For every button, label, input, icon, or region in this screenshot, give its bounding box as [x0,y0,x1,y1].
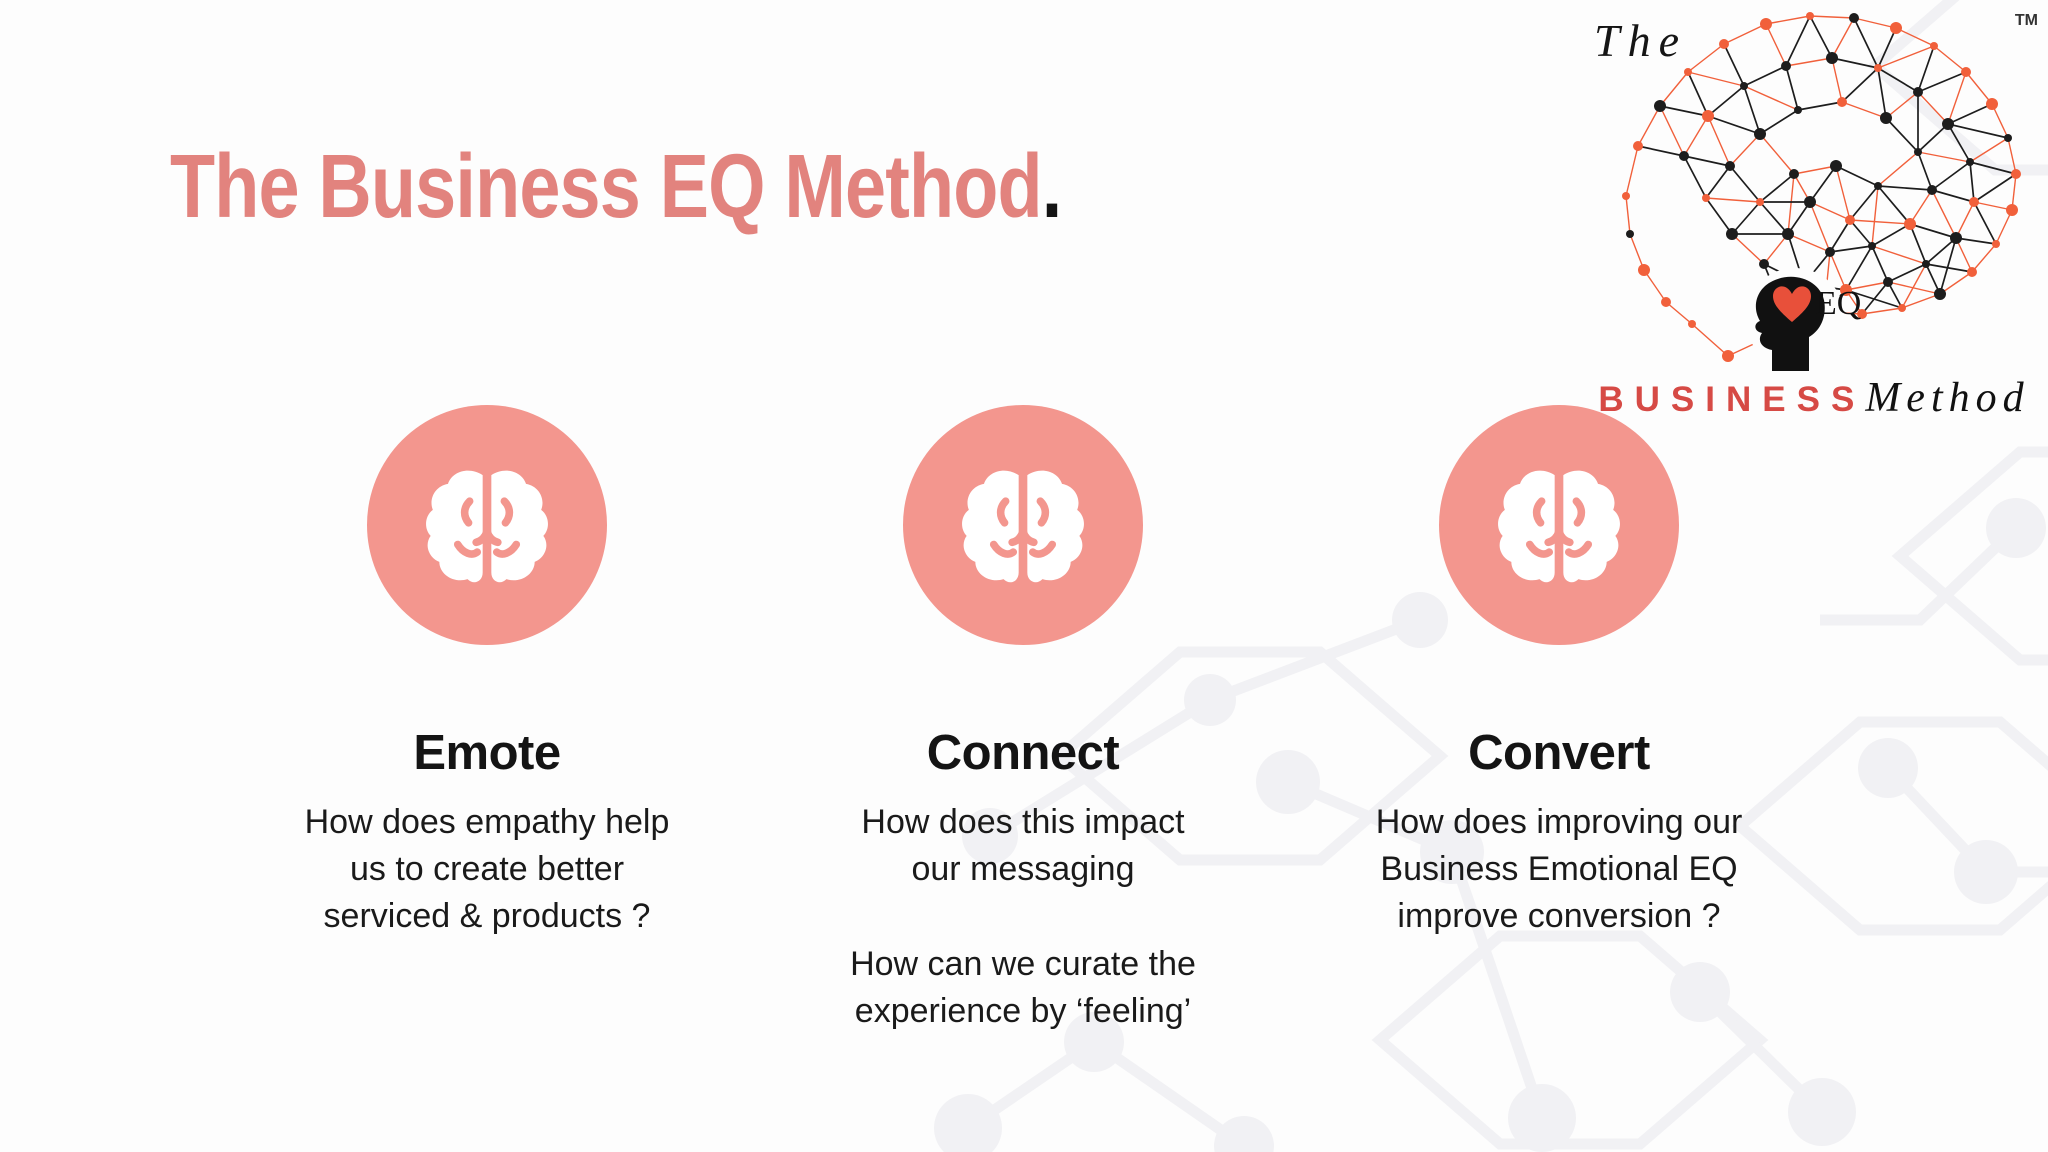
column-text: How can we curate the experience by ‘fee… [850,945,1196,1030]
logo-the-label: The [1594,15,1687,66]
emote-badge [367,405,607,645]
column-text: How does improving our Business Emotiona… [1375,803,1743,935]
column-emote: Emote How does empathy help us to create… [219,405,755,1083]
logo-method-label: Method [1865,375,2030,421]
column-connect: Connect How does this impact our messagi… [755,405,1291,1083]
column-heading: Convert [1468,726,1650,780]
logo-wordmark: BUSINESSMethod [1588,374,2040,422]
page-title-text: The Business EQ Method [170,137,1043,237]
method-columns: Emote How does empathy help us to create… [219,405,1827,1083]
convert-badge [1439,405,1679,645]
connect-badge [903,405,1143,645]
brain-icon [962,470,1084,583]
brand-logo: EQ The TM BUSINESSMethod [1588,6,2040,434]
column-text: How does this impact our messaging [861,803,1185,888]
page-title: The Business EQ Method. [170,137,1063,237]
column-heading: Connect [926,726,1120,780]
brain-icon [1498,470,1620,583]
logo-eq-label: EQ [1816,285,1861,322]
page-title-period: . [1041,137,1063,237]
trademark-symbol: TM [2014,12,2038,29]
brain-icon [426,470,548,583]
head-with-heart-icon: EQ [1745,268,1861,371]
brain-network-icon: EQ [1622,12,2021,371]
column-text: How does empathy help us to create bette… [304,803,670,935]
column-convert: Convert How does improving our Business … [1291,405,1827,1083]
logo-business-label: BUSINESS [1598,380,1866,419]
column-heading: Emote [413,726,561,780]
